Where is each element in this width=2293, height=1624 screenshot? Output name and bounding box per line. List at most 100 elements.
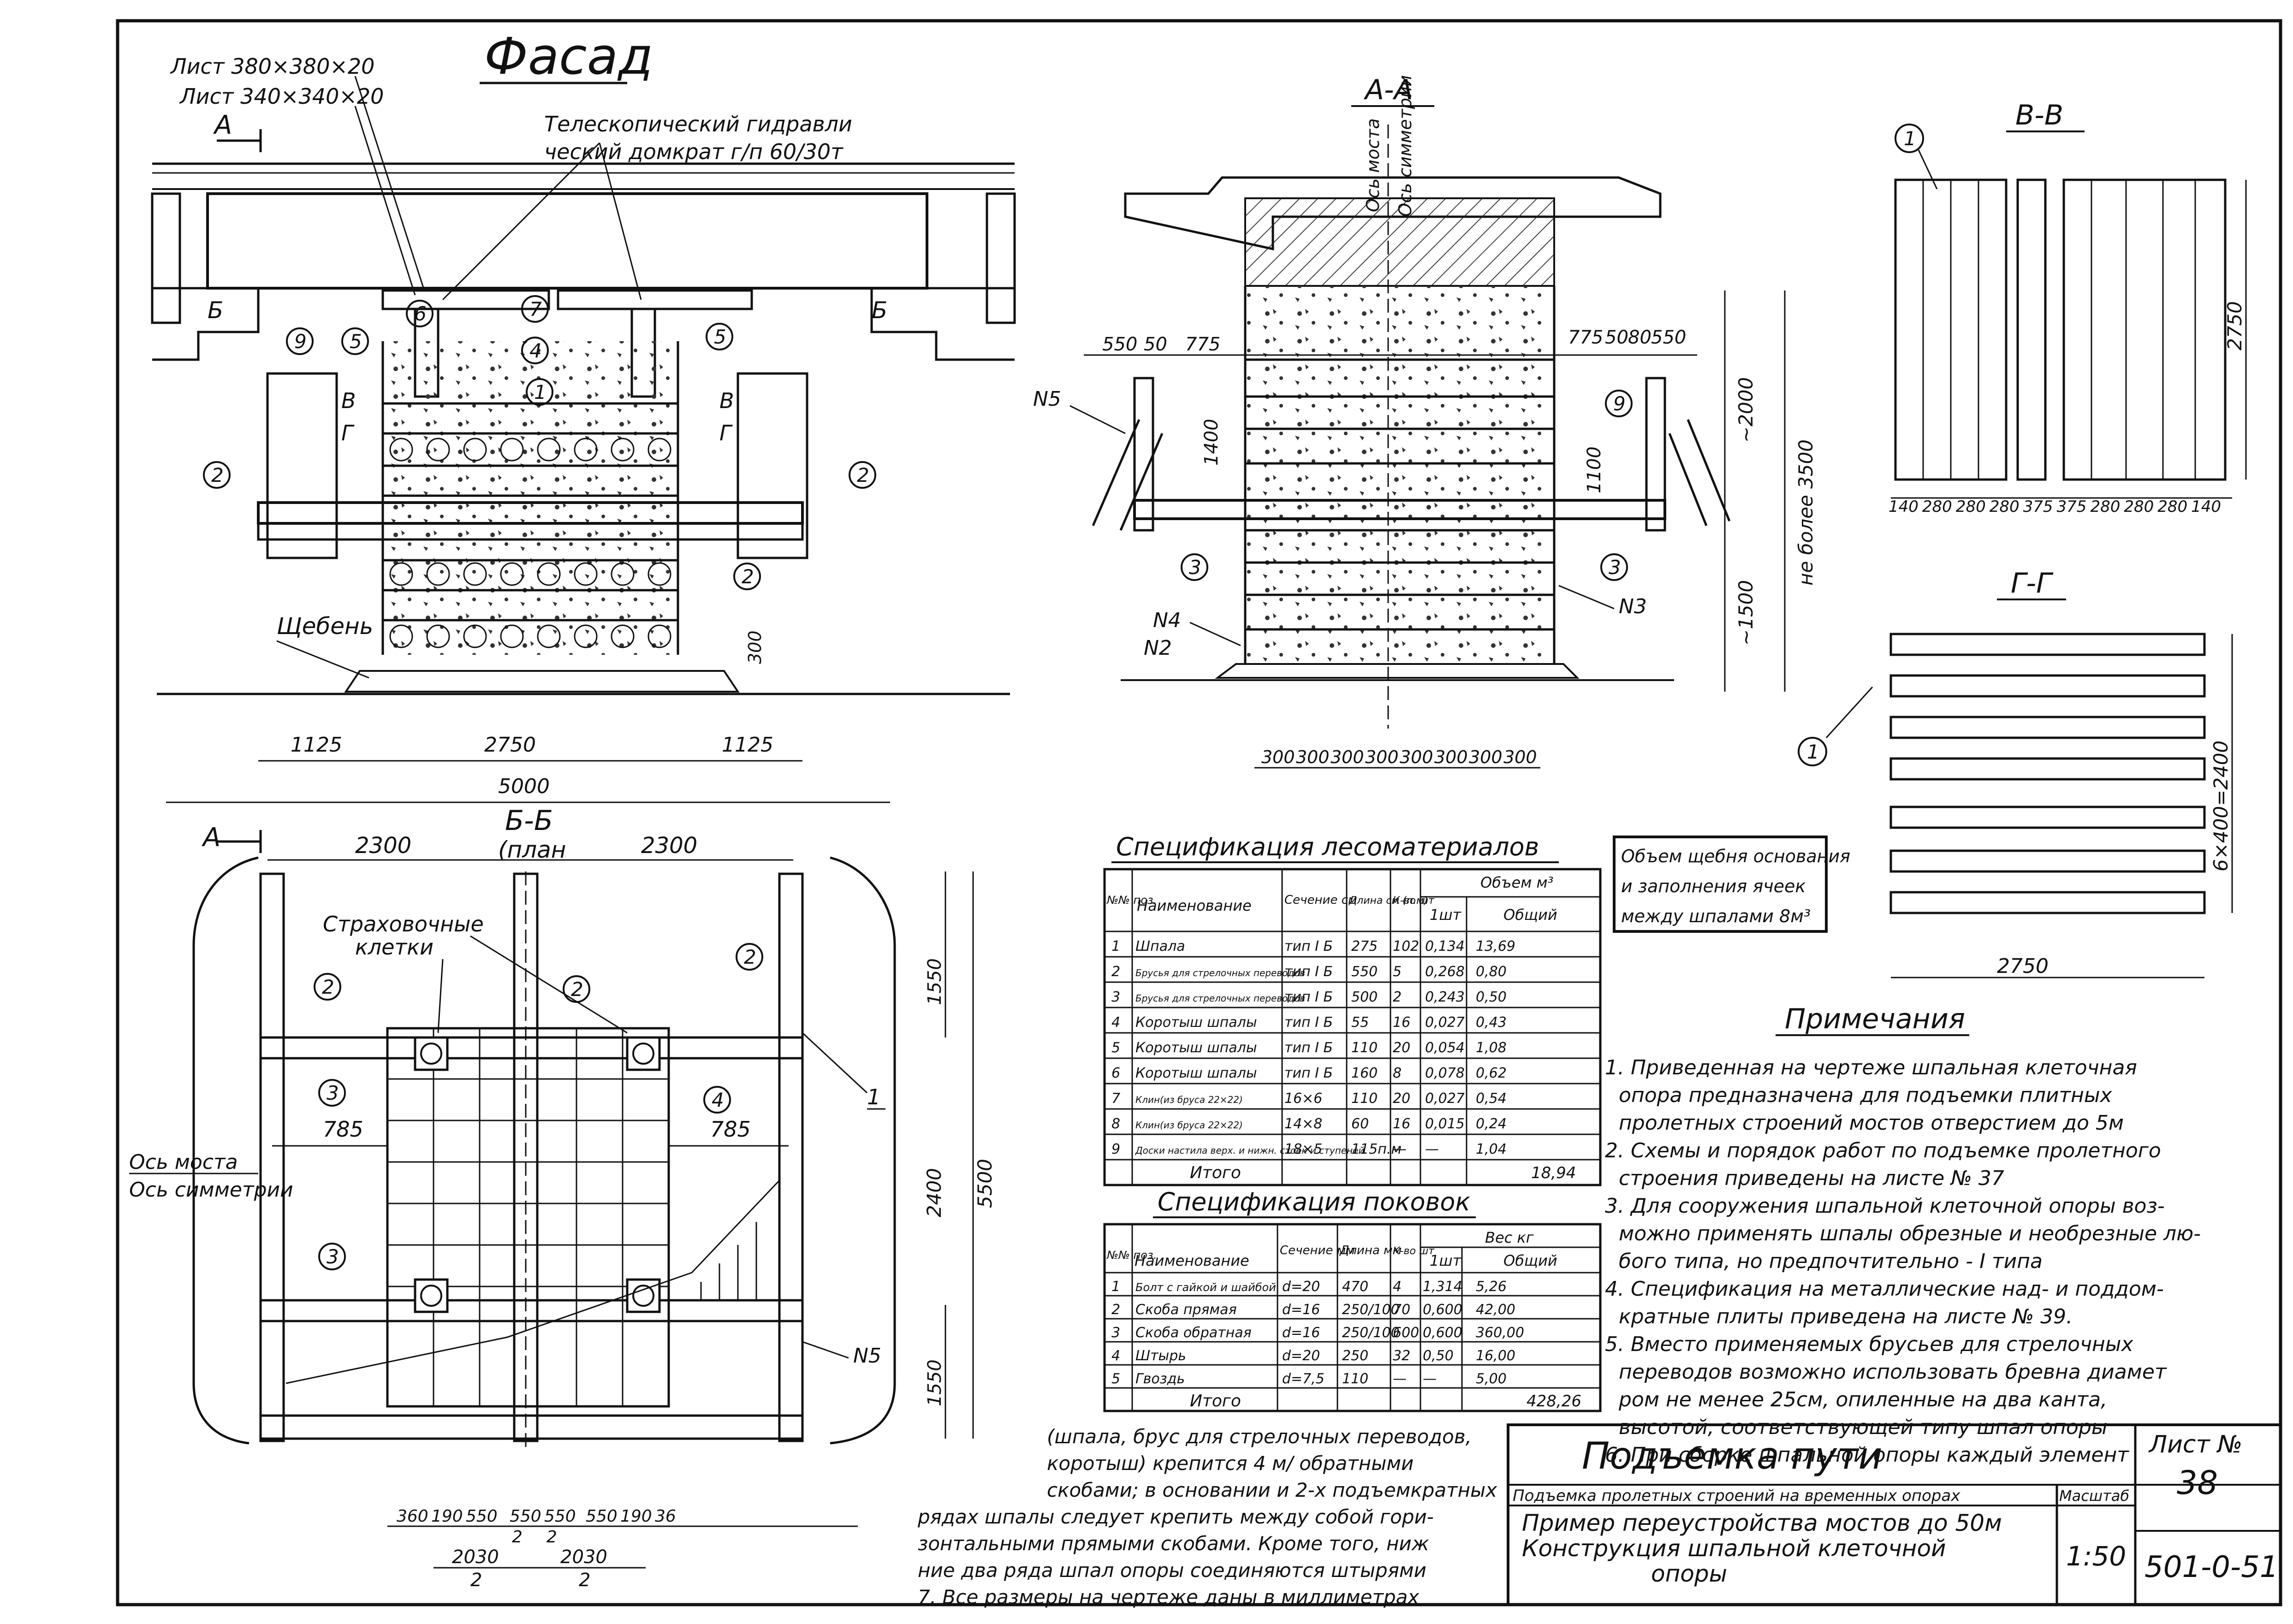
wood-cell-8-6: 1,04 <box>1476 1141 1507 1157</box>
wood-cell-2-1: Брусья для стрелочных переводов <box>1135 993 1305 1004</box>
plan-label-n5: N5 <box>853 1344 881 1368</box>
plan-axis-sym: Ось симметрии <box>129 1178 293 1202</box>
facade-callout-2a: 2 <box>211 464 224 486</box>
steel-cell-0-2: d=20 <box>1282 1279 1320 1295</box>
aa-dim-r3: 80 <box>1628 327 1651 348</box>
wood-h-num: №№ поз. <box>1106 894 1157 907</box>
plan-sub2-2: 2 <box>579 1570 590 1591</box>
wood-cell-4-3: 110 <box>1351 1040 1378 1056</box>
wood-cell-4-1: Коротыш шпалы <box>1135 1040 1257 1056</box>
spec-steel-table: Спецификация поковок №№ поз. Наименовани… <box>1103 1187 1602 1412</box>
aa-axis-sym: Ось симметрии <box>1395 75 1415 217</box>
plate2-label: Лист 340×340×20 <box>179 84 384 109</box>
steel-h-w-total: Общий <box>1503 1252 1557 1269</box>
plate1-label: Лист 380×380×20 <box>170 54 374 79</box>
wood-cell-4-0: 5 <box>1111 1040 1120 1056</box>
steel-cell-3-4: 32 <box>1393 1348 1410 1364</box>
section-b-left: Б <box>208 297 223 324</box>
section-aa-view: А-А Ось моста Ось симметрии 550 <box>1033 74 1817 769</box>
note-line-14: 6. При сборке шпальной опоры каждый элем… <box>1605 1443 2129 1467</box>
wood-cell-5-4: 8 <box>1393 1065 1402 1081</box>
wood-cell-3-3: 55 <box>1351 1014 1369 1031</box>
aa-dim-1500: ~1500 <box>1735 580 1757 646</box>
wood-h-vol: Объем м³ <box>1480 874 1554 891</box>
steel-h-num: №№ поз. <box>1106 1249 1157 1262</box>
wood-cell-2-0: 3 <box>1111 989 1120 1005</box>
facade-dim-3: 1125 <box>722 733 773 757</box>
wood-h-section: Сечение см <box>1284 893 1357 907</box>
gg-callout-1: 1 <box>1807 741 1819 763</box>
wood-h-vol-one: 1шт <box>1430 906 1462 924</box>
steel-cell-0-5: 1,314 <box>1423 1279 1462 1295</box>
aa-bottom-dim-1: 300 <box>1261 747 1295 767</box>
steel-cell-2-2: d=16 <box>1282 1325 1320 1341</box>
note-line-3: 2. Схемы и порядок работ по подъемке про… <box>1605 1139 2161 1162</box>
steel-cell-2-1: Скоба обратная <box>1135 1325 1252 1341</box>
wood-h-count: К-во шт <box>1393 895 1435 907</box>
facade-callout-5: 5 <box>714 326 726 348</box>
wood-total-label: Итого <box>1190 1163 1241 1182</box>
plan-bottom-dim-4: 550 <box>510 1507 541 1526</box>
aa-dim-r1: 775 <box>1568 327 1603 348</box>
wood-cell-1-0: 2 <box>1111 964 1120 980</box>
steel-cell-0-3: 470 <box>1342 1279 1368 1295</box>
wood-cell-6-0: 7 <box>1111 1091 1120 1107</box>
note-cont-1: коротыш) крепится 4 м/ обратными <box>1047 1452 1414 1475</box>
wood-cell-7-4: 16 <box>1393 1116 1410 1132</box>
aa-callout-3a: 3 <box>1189 556 1201 579</box>
gravel-dim: 300 <box>745 630 765 664</box>
wood-cell-2-6: 0,50 <box>1476 989 1507 1005</box>
wood-cell-3-0: 4 <box>1111 1014 1120 1031</box>
aa-bottom-dim-8: 300 <box>1503 747 1537 767</box>
aa-axis-bridge: Ось моста <box>1363 118 1383 212</box>
wood-cell-1-2: тип I Б <box>1284 964 1333 980</box>
plan-bb-subtitle: (план <box>498 836 566 863</box>
facade-callout-4: 4 <box>529 339 542 362</box>
steel-total-label: Итого <box>1190 1392 1241 1411</box>
wood-cell-2-3: 500 <box>1351 989 1378 1005</box>
wood-cell-7-5: 0,015 <box>1425 1116 1465 1132</box>
plan-axis-bridge: Ось моста <box>129 1150 238 1174</box>
gg-dim-w: 2750 <box>1997 954 2049 978</box>
steel-h-weight: Вес кг <box>1485 1229 1534 1246</box>
wood-cell-0-4: 102 <box>1393 938 1419 954</box>
plan-callout-2c: 2 <box>744 946 756 968</box>
aa-bottom-dim-4: 300 <box>1365 747 1399 767</box>
plan-bottom-dim-8: 36 <box>655 1507 676 1526</box>
plan-sub2-1: 2 <box>470 1570 482 1591</box>
note-line-4: строения приведены на листе № 37 <box>1619 1167 2004 1190</box>
aa-dim-l1: 550 <box>1102 334 1137 355</box>
note-cont-2: скобами; в основании и 2-х подъемкратных <box>1047 1479 1497 1501</box>
wood-cell-8-1: Доски настила верх. и нижн. стоек и ступ… <box>1135 1145 1364 1156</box>
plan-dim-side-1: 785 <box>323 1117 363 1142</box>
gravel-note-1: Объем щебня основания <box>1621 846 1850 866</box>
aa-dim-2000: ~2000 <box>1735 377 1757 443</box>
aa-callout-3b: 3 <box>1609 556 1621 579</box>
wood-cell-3-2: тип I Б <box>1284 1014 1333 1031</box>
gravel-note-2: и заполнения ячеек <box>1621 876 1806 896</box>
wood-cell-4-4: 20 <box>1393 1040 1410 1056</box>
plan-dim-top-2: 2300 <box>641 833 697 859</box>
facade-callout-6: 5 <box>350 330 362 353</box>
steel-h-length: Длина мм <box>1339 1244 1402 1257</box>
aa-dim-1400: 1400 <box>1201 419 1222 466</box>
aa-bottom-dim-6: 300 <box>1434 747 1468 767</box>
section-a-marker: А <box>213 110 232 140</box>
wood-cell-0-5: 0,134 <box>1425 938 1465 954</box>
plan-bottom-dim-1: 360 <box>397 1507 428 1526</box>
plan-dim-right-bot: 1550 <box>924 1359 945 1406</box>
steel-cell-3-3: 250 <box>1342 1348 1368 1364</box>
wood-cell-5-0: 6 <box>1111 1065 1120 1081</box>
note-cont-0: (шпала, брус для стрелочных переводов, <box>1047 1425 1472 1448</box>
wood-cell-3-1: Коротыш шпалы <box>1135 1014 1257 1031</box>
section-g-marker: Г <box>341 421 355 445</box>
wood-cell-0-1: Шпала <box>1135 938 1185 954</box>
note-cont-5: ние два ряда шпал опоры соединяются штыр… <box>918 1559 1426 1582</box>
section-aa-title: А-А <box>1363 74 1413 106</box>
wood-cell-8-0: 9 <box>1111 1141 1120 1157</box>
steel-cell-2-3: 250/100 <box>1342 1325 1400 1341</box>
steel-cell-3-0: 4 <box>1111 1348 1120 1364</box>
plan-bottom-dim-3: 550 <box>466 1507 498 1526</box>
wood-total: 18,94 <box>1531 1164 1576 1182</box>
plan-bottom-dim-6: 550 <box>586 1507 618 1526</box>
